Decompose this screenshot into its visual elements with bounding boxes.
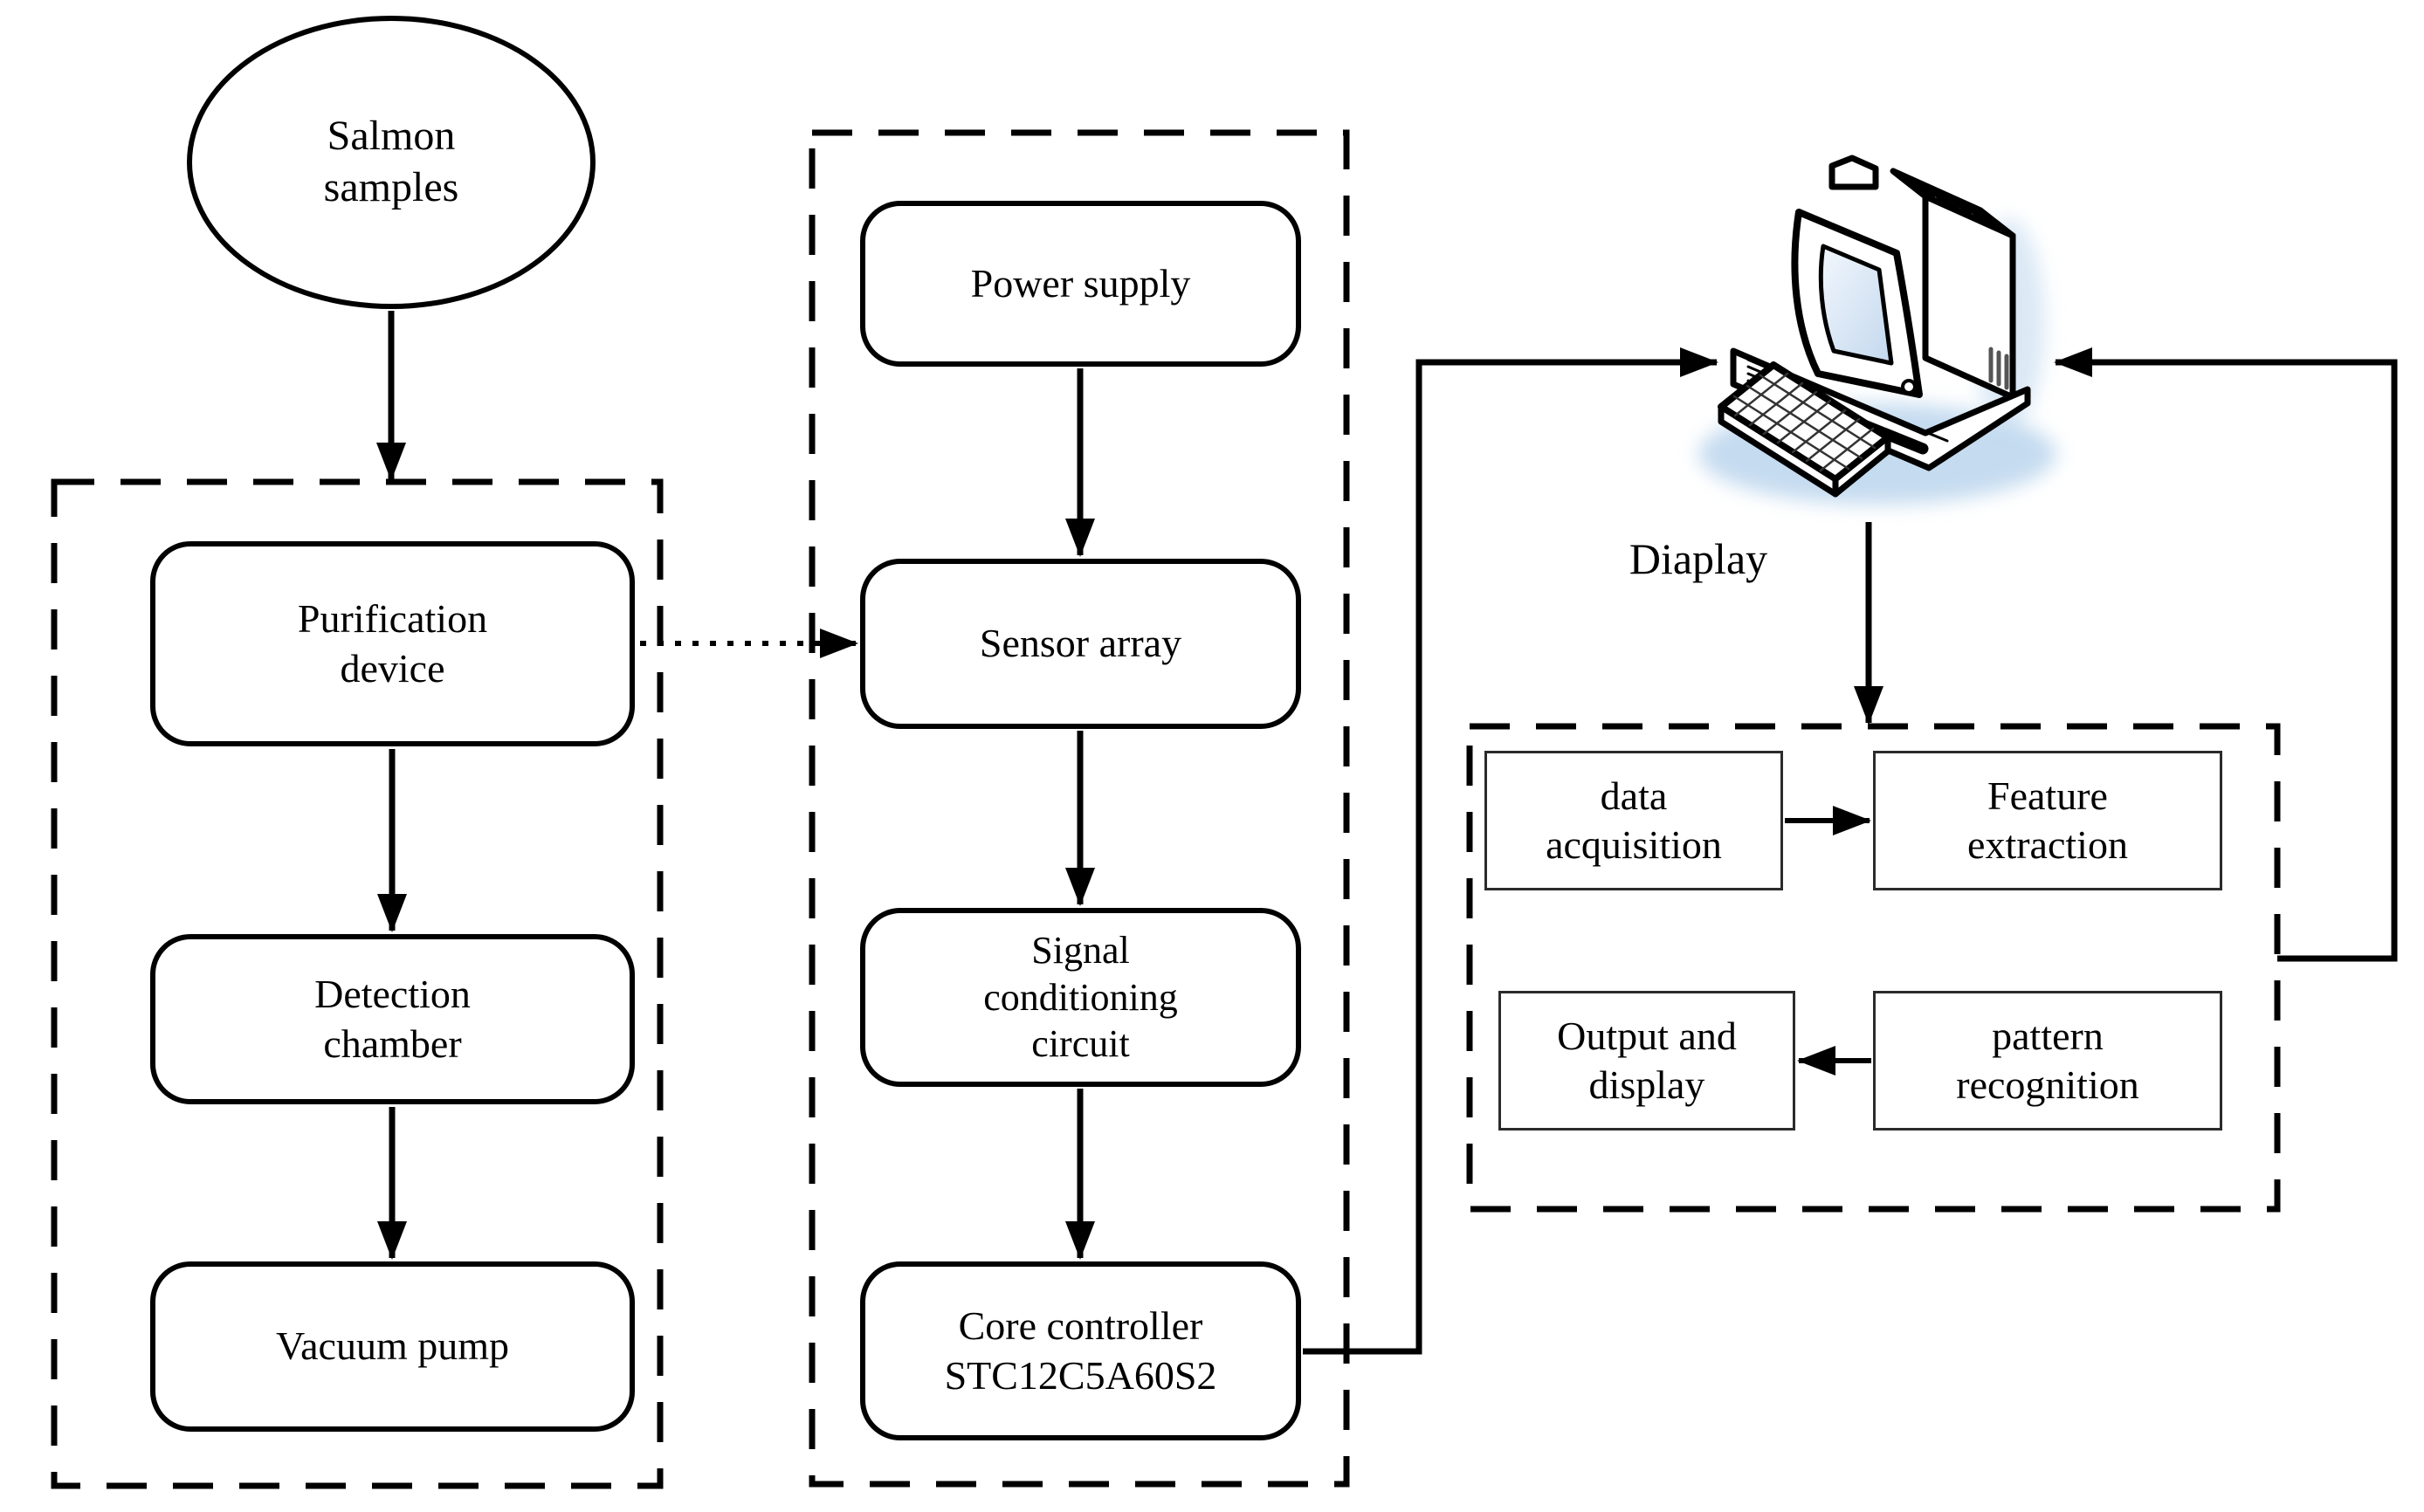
node-salmon-samples: Salmon samples — [187, 16, 596, 309]
software-group-box — [1466, 723, 2281, 1213]
node-output-and-display: Output and display — [1498, 991, 1795, 1131]
arrow-core-to-computer — [1303, 347, 1718, 1355]
node-detection-chamber: Detection chamber — [150, 934, 635, 1104]
node-label: Feature extraction — [1967, 773, 2128, 867]
node-label: Salmon samples — [323, 113, 459, 210]
node-purification-device: Purification device — [150, 541, 635, 746]
node-sensor-array: Sensor array — [860, 559, 1301, 729]
arrow-feedback-software-to-computer — [2054, 347, 2398, 962]
computer-monitor — [1791, 209, 1923, 398]
display-caption: Diaplay — [1585, 522, 1812, 595]
node-label: Sensor array — [979, 621, 1182, 666]
node-vacuum-pump: Vacuum pump — [150, 1261, 635, 1432]
tower-side-vents — [1988, 347, 2009, 390]
node-feature-extraction: Feature extraction — [1873, 751, 2222, 890]
caption-label: Diaplay — [1629, 534, 1768, 583]
keyboard-key-grid — [1732, 372, 1877, 472]
base-vent-strip — [1832, 393, 1949, 443]
node-label: Core controller STC12C5A60S2 — [944, 1303, 1217, 1398]
node-power-supply: Power supply — [860, 201, 1301, 367]
monitor-screen — [1818, 244, 1894, 366]
node-pattern-recognition: pattern recognition — [1873, 991, 2222, 1131]
detection-circuit-group-box — [809, 129, 1350, 1488]
node-label: Purification device — [297, 596, 488, 691]
node-core-controller: Core controller STC12C5A60S2 — [860, 1261, 1301, 1440]
node-label: Vacuum pump — [275, 1323, 509, 1369]
tower-vent-lines — [1905, 175, 1996, 227]
sampling-group-box — [51, 478, 664, 1489]
node-label: Signal conditioning circuit — [983, 928, 1178, 1066]
node-label: Detection chamber — [314, 972, 471, 1066]
computer-keyboard — [1718, 361, 1891, 498]
node-label: Power supply — [970, 260, 1191, 306]
node-signal-conditioning-circuit: Signal conditioning circuit — [860, 908, 1301, 1087]
monitor-power-button — [1901, 379, 1917, 395]
computer-icon — [1698, 155, 2056, 505]
node-label: pattern recognition — [1956, 1013, 2139, 1107]
node-label: data acquisition — [1546, 773, 1722, 867]
node-data-acquisition: data acquisition — [1484, 751, 1783, 890]
node-label: Output and display — [1557, 1013, 1737, 1107]
